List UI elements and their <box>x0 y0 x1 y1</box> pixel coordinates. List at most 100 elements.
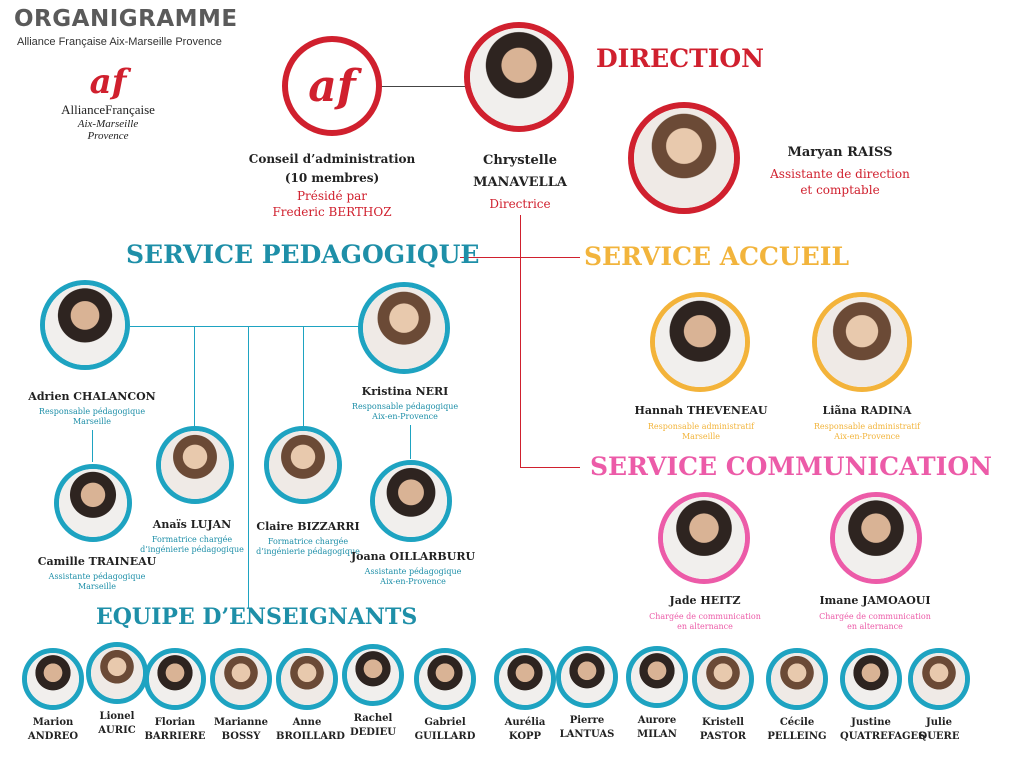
kristina-photo <box>358 282 450 374</box>
hannah-info: Hannah THEVENEAU Responsable administrat… <box>626 404 776 442</box>
anais-name: Anaïs LUJAN <box>152 518 232 531</box>
imane-role2: en alternance <box>847 622 903 631</box>
claire-info: Claire BIZZARRI Formatrice chargée d’ing… <box>238 520 378 557</box>
imane-info: Imane JAMOAOUI Chargée de communication … <box>800 594 950 632</box>
adrien-photo <box>40 280 130 370</box>
teacher-first-name: Marion <box>32 717 74 728</box>
teacher-card: Marion ANDREO <box>22 648 84 744</box>
adrien-info: Adrien CHALANCON Responsable pédagogique… <box>12 390 172 427</box>
imane-role1: Chargée de communication <box>819 612 931 621</box>
communication-connector <box>520 467 580 468</box>
jade-role1: Chargée de communication <box>649 612 761 621</box>
teacher-first-name: Florian <box>154 717 196 728</box>
liana-name: Liãna RADINA <box>822 404 912 417</box>
teacher-photo <box>692 648 754 710</box>
teacher-card: Kristell PASTOR <box>692 648 754 744</box>
camille-connector <box>92 430 93 462</box>
teacher-last-name: KOPP <box>508 731 542 742</box>
service-horizontal-connector <box>460 257 580 258</box>
hannah-role1: Responsable administratif <box>647 422 755 431</box>
teacher-last-name: DEDIEU <box>350 727 396 738</box>
claire-connector <box>303 326 304 426</box>
jade-name: Jade HEITZ <box>669 594 741 607</box>
liana-role2: Aix-en-Provence <box>834 432 900 441</box>
teacher-first-name: Cécile <box>779 717 815 728</box>
joana-role2: Aix-en-Provence <box>380 577 446 586</box>
teacher-first-name: Marianne <box>214 717 268 728</box>
teacher-card: Florian BARRIERE <box>144 648 206 744</box>
assistant-photo <box>628 102 740 214</box>
kristina-role1: Responsable pédagogique <box>351 402 459 411</box>
joana-name: Joana OILLARBURU <box>350 550 476 563</box>
board-logo-circle: af <box>282 36 382 136</box>
teacher-first-name: Gabriel <box>424 717 466 728</box>
board-line2: (10 membres) <box>284 171 380 185</box>
jade-photo <box>658 492 750 584</box>
logo-place: Aix-Marseille Provence <box>77 118 139 142</box>
teacher-photo <box>766 648 828 710</box>
teacher-photo <box>210 648 272 710</box>
teacher-card: Aurore MILAN <box>626 646 688 742</box>
anais-role2: d’ingénierie pédagogique <box>140 545 244 554</box>
claire-name: Claire BIZZARRI <box>256 520 360 533</box>
teacher-card: Cécile PELLEING <box>766 648 828 744</box>
board-info: Conseil d’administration (10 membres) Pr… <box>232 150 432 220</box>
board-chair2: Frederic BERTHOZ <box>272 205 392 219</box>
teacher-first-name: Aurore <box>637 715 677 726</box>
kristina-name: Kristina NERI <box>361 385 449 398</box>
kristina-info: Kristina NERI Responsable pédagogique Ai… <box>330 385 480 422</box>
camille-role1: Assistante pédagogique <box>48 572 146 581</box>
teacher-card: Rachel DEDIEU <box>342 644 404 740</box>
joana-connector <box>410 425 411 459</box>
adrien-role2: Marseille <box>72 417 112 426</box>
teacher-last-name: QUATREFAGES <box>840 731 926 742</box>
kristina-role2: Aix-en-Provence <box>372 412 438 421</box>
jade-role2: en alternance <box>677 622 733 631</box>
teacher-last-name: ANDREO <box>27 731 79 742</box>
teacher-photo <box>144 648 206 710</box>
anais-photo <box>156 426 234 504</box>
teacher-first-name: Justine <box>851 717 891 728</box>
camille-photo <box>54 464 132 542</box>
enseignants-heading: EQUIPE D’ENSEIGNANTS <box>96 604 418 630</box>
jade-info: Jade HEITZ Chargée de communication en a… <box>630 594 780 632</box>
teacher-last-name: PASTOR <box>699 731 747 742</box>
teacher-card: Justine QUATREFAGES <box>840 648 926 744</box>
teacher-last-name: LANTUAS <box>559 729 615 740</box>
teacher-photo <box>556 646 618 708</box>
direction-heading: DIRECTION <box>596 44 765 73</box>
teacher-last-name: BOSSY <box>221 731 261 742</box>
claire-role1: Formatrice chargée <box>267 537 349 546</box>
assistant-info: Maryan RAISS Assistante de direction et … <box>760 144 920 198</box>
direction-vertical-connector <box>520 215 521 468</box>
camille-name: Camille TRAINEAU <box>37 555 157 568</box>
teacher-photo <box>342 644 404 706</box>
teacher-first-name: Kristell <box>702 717 744 728</box>
adrien-role1: Responsable pédagogique <box>38 407 146 416</box>
logo-name: AllianceFrançaise <box>61 102 155 117</box>
alliance-logo: af AllianceFrançaise Aix-Marseille Prove… <box>58 62 158 142</box>
teacher-card: Marianne BOSSY <box>210 648 272 744</box>
teacher-card: Aurélia KOPP <box>494 648 556 744</box>
teacher-last-name: PELLEING <box>767 731 827 742</box>
liana-role1: Responsable administratif <box>813 422 921 431</box>
joana-info: Joana OILLARBURU Assistante pédagogique … <box>338 550 488 587</box>
teacher-photo <box>840 648 902 710</box>
adrien-name: Adrien CHALANCON <box>28 390 156 403</box>
teacher-first-name: Julie <box>926 717 952 728</box>
teacher-first-name: Anne <box>292 717 322 728</box>
teacher-photo <box>22 648 84 710</box>
teacher-first-name: Rachel <box>353 713 393 724</box>
joana-role1: Assistante pédagogique <box>364 567 462 576</box>
director-info: Chrystelle MANAVELLA Directrice <box>450 150 590 212</box>
liana-info: Liãna RADINA Responsable administratif A… <box>792 404 942 442</box>
teacher-first-name: Lionel <box>99 711 135 722</box>
page-subtitle: Alliance Française Aix-Marseille Provenc… <box>17 36 222 48</box>
liana-photo <box>812 292 912 392</box>
teacher-last-name: AURIC <box>98 725 136 736</box>
board-director-connector <box>380 86 470 87</box>
accueil-heading: SERVICE ACCUEIL <box>584 242 850 271</box>
teacher-card: Gabriel GUILLARD <box>414 648 476 744</box>
teacher-card: Pierre LANTUAS <box>556 646 618 742</box>
teacher-first-name: Pierre <box>569 715 605 726</box>
